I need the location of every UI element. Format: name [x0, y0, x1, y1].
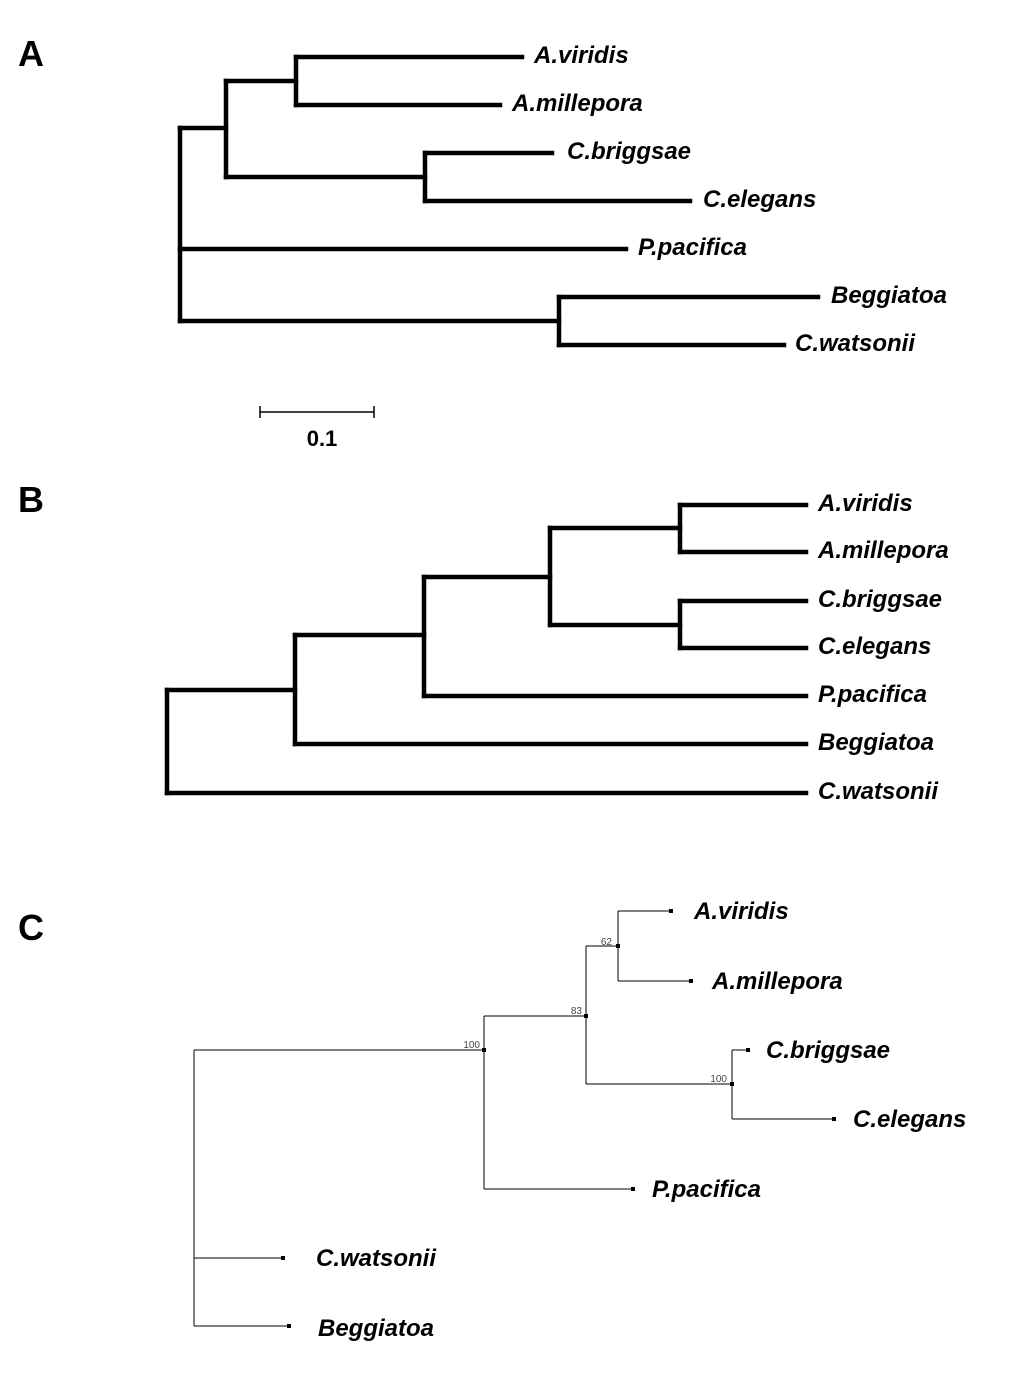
c-node-marker-caenorhabditis — [730, 1082, 734, 1086]
b-label-beggiatoa: Beggiatoa — [818, 729, 934, 756]
c-node-marker-ac — [584, 1014, 588, 1018]
c-tip-marker-cwatsonii — [281, 1256, 285, 1260]
a-label-amillepora: A.millepora — [511, 90, 643, 117]
scale-bar: 0.1 — [259, 406, 375, 451]
c-tip-marker-aviridis — [669, 909, 673, 913]
c-tip-marker-cbriggsae — [746, 1048, 750, 1052]
panel-b-tree — [164, 502, 809, 796]
a-label-aviridis: A.viridis — [533, 42, 629, 69]
panel-a-tree — [177, 54, 821, 348]
panel-c-label: C — [18, 907, 44, 948]
c-label-cwatsonii: C.watsonii — [316, 1245, 437, 1272]
c-node-marker-ingroup — [482, 1048, 486, 1052]
c-tip-marker-amillepora — [689, 979, 693, 983]
scale-bar-label: 0.1 — [307, 426, 338, 451]
b-label-cwatsonii: C.watsonii — [818, 778, 939, 805]
c-node-marker-acropora — [616, 944, 620, 948]
panel-c-tree — [193, 909, 836, 1328]
a-label-ppacifica: P.pacifica — [638, 234, 747, 261]
c-tip-marker-beggiatoa — [287, 1324, 291, 1328]
a-label-cbriggsae: C.briggsae — [567, 138, 691, 165]
b-label-amillepora: A.millepora — [817, 537, 949, 564]
panel-b: B A.viridis — [18, 479, 949, 805]
c-bootstrap-ingroup: 100 — [463, 1040, 480, 1051]
panel-c: C — [18, 898, 966, 1342]
panel-a: A A.viridis A.millepora — [18, 33, 947, 451]
panel-b-label: B — [18, 479, 44, 520]
c-tip-marker-celegans — [832, 1117, 836, 1121]
b-label-celegans: C.elegans — [818, 633, 931, 660]
b-label-ppacifica: P.pacifica — [818, 681, 927, 708]
c-tip-marker-ppacifica — [631, 1187, 635, 1191]
c-label-amillepora: A.millepora — [711, 968, 843, 995]
panel-a-label: A — [18, 33, 44, 74]
c-bootstrap-ac: 83 — [571, 1006, 583, 1017]
b-label-cbriggsae: C.briggsae — [818, 586, 942, 613]
b-label-aviridis: A.viridis — [817, 490, 913, 517]
c-label-ppacifica: P.pacifica — [652, 1176, 761, 1203]
a-label-beggiatoa: Beggiatoa — [831, 282, 947, 309]
a-label-celegans: C.elegans — [703, 186, 816, 213]
c-bootstrap-caenorhabditis: 100 — [710, 1074, 727, 1085]
c-bootstrap-acropora: 62 — [601, 937, 613, 948]
c-label-aviridis: A.viridis — [693, 898, 789, 925]
c-label-cbriggsae: C.briggsae — [766, 1037, 890, 1064]
c-label-beggiatoa: Beggiatoa — [318, 1315, 434, 1342]
a-label-cwatsonii: C.watsonii — [795, 330, 916, 357]
c-label-celegans: C.elegans — [853, 1106, 966, 1133]
